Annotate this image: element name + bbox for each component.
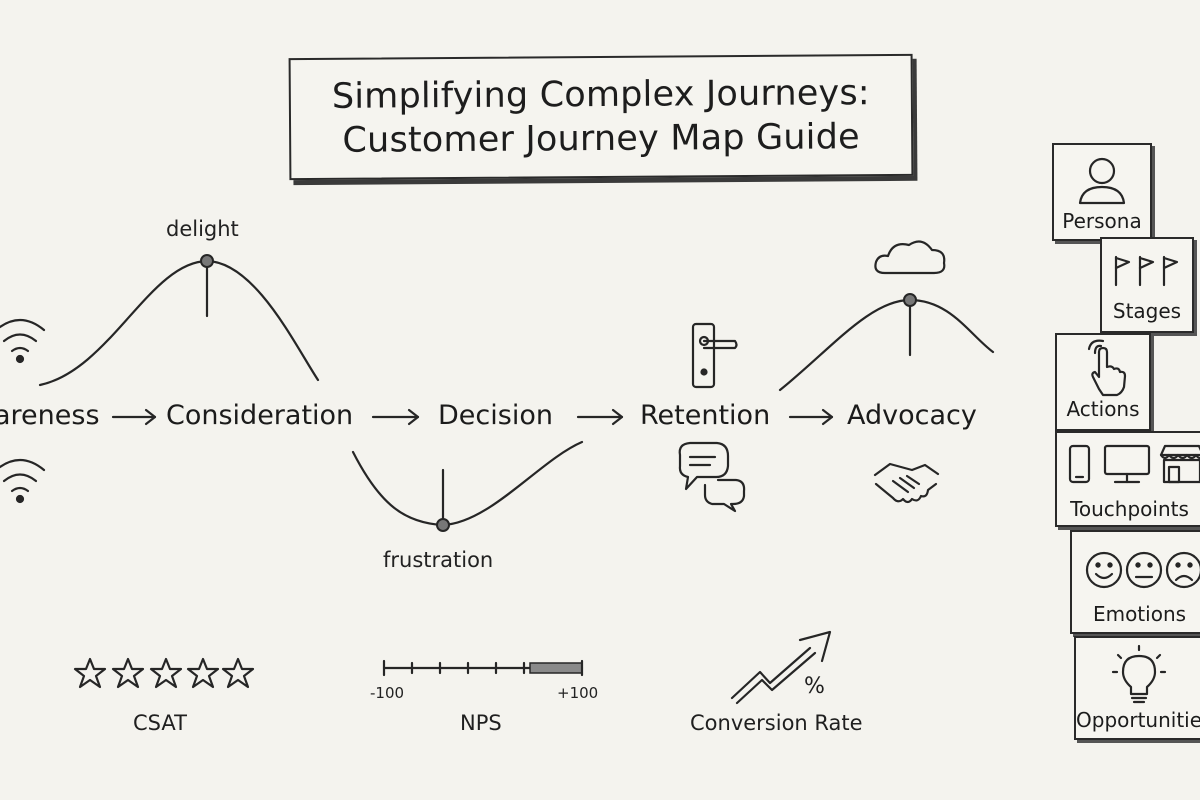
stage-decision: Decision: [438, 400, 553, 431]
advocacy-curve: [778, 298, 995, 392]
nps-max-label: +100: [557, 684, 599, 702]
stage-awareness: areness: [0, 400, 100, 431]
advocacy-point: [903, 293, 917, 307]
stage-arrow: [111, 408, 157, 426]
stars-icon: [73, 657, 255, 689]
delight-curve: [38, 259, 320, 387]
nps-scale: [382, 659, 584, 677]
sidebar-card-emotions: Emotions: [1070, 530, 1200, 634]
nps-highlight: [529, 662, 583, 674]
sidebar-card-persona: Persona: [1052, 143, 1152, 241]
frustration-point: [436, 518, 450, 532]
wifi-icon: [0, 318, 46, 364]
sidebar-item-label: Emotions: [1092, 602, 1187, 626]
door-handle-icon: [691, 322, 738, 389]
wifi-icon: [0, 458, 46, 504]
handshake-icon: [873, 462, 940, 504]
sidebar-item-label: Actions: [1066, 397, 1140, 421]
delight-label: delight: [166, 217, 239, 241]
csat-label: CSAT: [133, 711, 187, 735]
delight-point: [200, 254, 214, 268]
sidebar-item-label: Touchpoints: [1070, 497, 1189, 521]
sidebar-card-actions: Actions: [1055, 333, 1151, 431]
conversion-rate-label: Conversion Rate: [690, 711, 863, 735]
trend-up-arrow-icon: [730, 630, 832, 705]
sidebar-item-label: Stages: [1112, 299, 1182, 323]
sidebar-card-opportunities: Opportunities: [1074, 636, 1200, 740]
nps-label: NPS: [460, 711, 502, 735]
stage-arrow: [576, 408, 624, 426]
sidebar-card-stages: Stages: [1100, 237, 1194, 333]
faces-icon: [1085, 551, 1200, 589]
frustration-curve: [351, 440, 584, 527]
sidebar-item-label: Persona: [1062, 209, 1142, 233]
flags-icon: [1114, 255, 1179, 287]
stage-retention: Retention: [640, 400, 771, 431]
stage-advocacy: Advocacy: [847, 400, 977, 431]
stage-arrow: [371, 408, 420, 426]
stage-consideration: Consideration: [166, 400, 354, 431]
cloud-icon: [874, 240, 946, 275]
sidebar-item-label: Opportunities: [1076, 708, 1200, 732]
devices-store-icon: [1068, 444, 1200, 484]
lightbulb-icon: [1111, 644, 1167, 704]
stage-arrow: [788, 408, 834, 426]
pointer-hand-icon: [1087, 339, 1127, 397]
person-icon: [1078, 157, 1126, 205]
percent-symbol: %: [804, 674, 825, 699]
nps-min-label: -100: [370, 684, 405, 702]
sidebar-card-touchpoints: Touchpoints: [1055, 431, 1200, 527]
frustration-label: frustration: [383, 548, 494, 572]
chat-bubbles-icon: [678, 441, 746, 513]
